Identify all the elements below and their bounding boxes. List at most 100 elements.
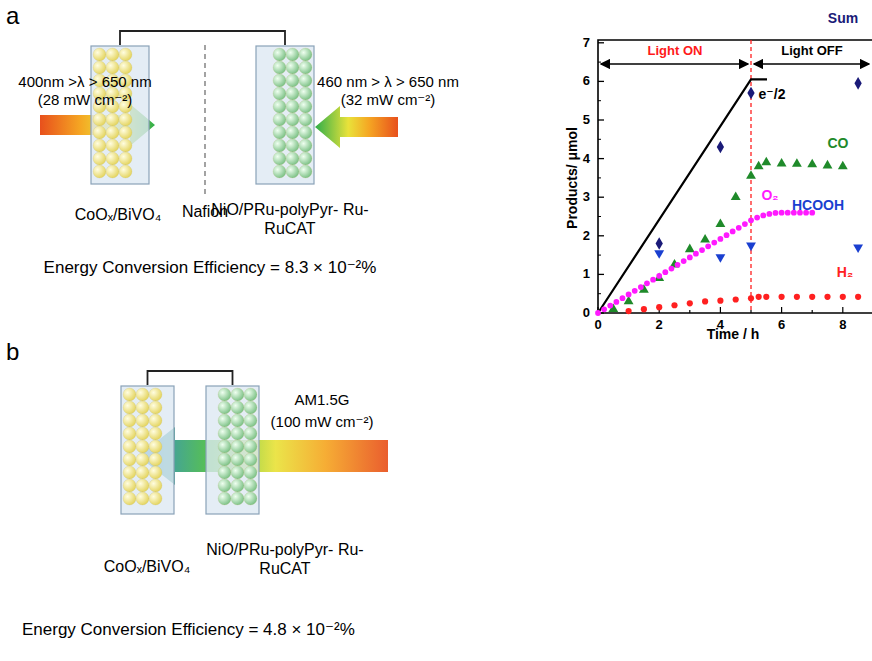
particle [286,139,299,152]
data-marker [699,247,705,253]
particle [273,74,286,87]
tick-label: 8 [839,318,846,333]
data-marker [607,303,613,309]
data-marker [748,295,754,301]
tick [750,310,751,313]
particle [299,48,312,61]
particle [136,453,149,466]
particle [106,61,119,74]
particle [123,466,136,479]
particle [93,152,106,165]
tick [598,81,604,82]
tick [598,274,604,275]
particle [299,165,312,178]
tick [598,62,601,63]
particle [149,466,162,479]
particle [123,479,136,492]
particle [286,165,299,178]
annotation: 460 nm > λ > 650 nm [317,73,459,90]
particle [93,48,106,61]
particle [244,401,257,414]
data-marker [675,262,681,268]
data-marker [718,236,724,242]
particle [149,440,162,453]
electrode: NiO/PRu-polyPyr- Ru-RuCAT [205,385,260,515]
light-arrow [138,427,388,485]
data-marker [656,304,662,310]
particle [286,126,299,139]
particle [231,466,244,479]
particle [273,165,286,178]
particle [286,48,299,61]
annotation: b [6,338,19,366]
data-marker [626,292,632,298]
particle [106,165,119,178]
wire [120,31,285,45]
annotation: Light OFF [781,44,842,59]
data-marker [656,273,662,279]
tick [781,307,782,313]
glass-plate [206,386,259,514]
data-marker [715,219,725,228]
particle [106,152,119,165]
data-marker [746,170,756,179]
particle [136,414,149,427]
particle [244,414,257,427]
annotation: Nafion [182,203,228,221]
annotation: (28 mW cm⁻²) [38,91,133,108]
tick-label: 7 [583,35,590,50]
particle [136,427,149,440]
data-marker [792,158,802,167]
particle [149,401,162,414]
particle [231,479,244,492]
particle [123,401,136,414]
particle [299,74,312,87]
chart-frame [598,40,872,313]
particle [299,61,312,74]
particle [119,152,132,165]
data-marker [687,300,693,306]
particle [244,479,257,492]
particle [106,113,119,126]
tick-label: 2 [656,318,663,333]
tick [720,307,721,313]
particle [273,113,286,126]
particle [299,87,312,100]
particle [244,466,257,479]
annotation: Light ON [648,44,703,59]
data-marker [656,237,663,250]
tick-label: 0 [583,306,590,321]
annotation: Products/ μmol [564,127,580,229]
particle [218,388,231,401]
particle [218,401,231,414]
tick-label: 4 [583,151,590,166]
data-marker [779,294,785,300]
particle [149,427,162,440]
particle [231,453,244,466]
data-marker [632,288,638,294]
electrode: NiO/PRu-polyPyr- Ru-RuCAT [255,45,315,185]
period-arrow [754,63,869,64]
annotation: a [6,2,19,30]
particle [149,453,162,466]
particle [244,388,257,401]
particle [136,479,149,492]
particle [218,453,231,466]
tick-label: 0 [594,318,601,333]
electrode-drawing [255,45,315,185]
tick [598,100,601,101]
data-marker [823,160,833,169]
particle [299,113,312,126]
particle [273,100,286,113]
particle [218,466,231,479]
data-marker [715,254,725,263]
particle [119,61,132,74]
particle [231,492,244,505]
electrode: CoOₓ/BiVO₄ [120,385,175,515]
glass-plate [91,46,149,184]
particle [119,113,132,126]
particle [286,100,299,113]
tick-label: 6 [583,74,590,89]
tick [598,216,601,217]
particle [93,113,106,126]
